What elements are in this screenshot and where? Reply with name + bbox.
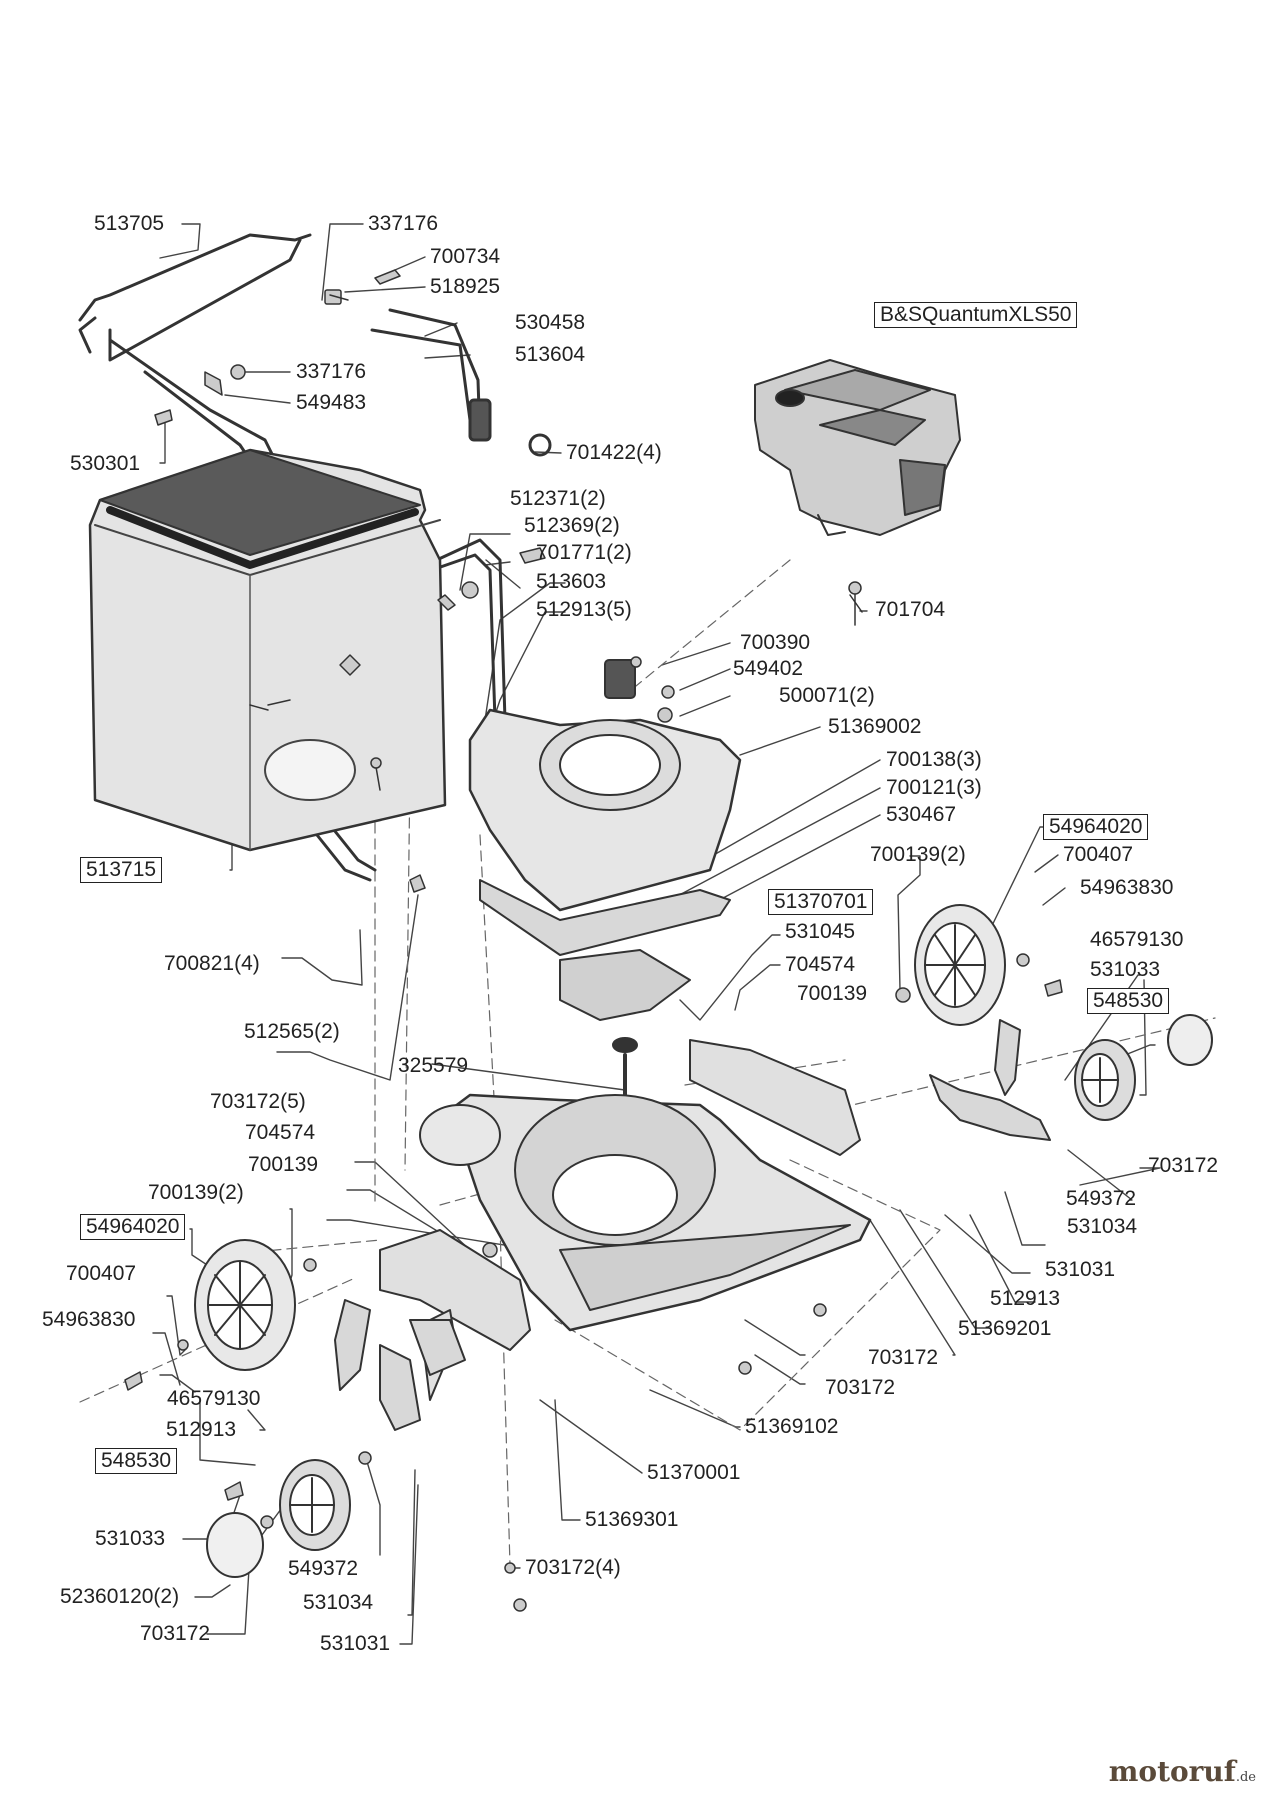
part-label: 530301 [70,452,141,475]
part-label: 531033 [1090,958,1161,981]
site-logo[interactable]: motoruf.de [1109,1755,1256,1788]
rear-wheel-right [914,904,1006,1026]
part-label: 54963830 [1080,876,1174,899]
part-label: 337176 [296,360,367,383]
part-label: 531045 [785,920,856,943]
part-label: 700734 [430,245,501,268]
part-label-boxed: 548530 [1087,988,1170,1014]
part-label: 700139(2) [870,843,966,866]
part-label: 700138(3) [886,748,982,771]
fasteners [124,269,1063,1612]
part-label: 512913 [990,1287,1061,1310]
engine-label-boxed: B&SQuantumXLS50 [874,302,1078,328]
leader-lines [152,223,1161,1645]
part-label: 700139(2) [148,1181,244,1204]
front-wheel-left [206,1459,351,1578]
part-label: 703172 [1148,1154,1219,1177]
impeller-bracket [559,949,691,1117]
part-label: 700821(4) [164,952,260,975]
part-label: 52360120(2) [60,1585,180,1608]
part-label: 513604 [515,343,586,366]
part-label: 549372 [288,1557,359,1580]
part-label: 512369(2) [524,514,620,537]
engine [754,359,961,536]
part-label: 531034 [303,1591,374,1614]
part-label: 51369002 [828,715,922,738]
part-label: 700121(3) [886,776,982,799]
part-label: 703172 [825,1376,896,1399]
part-label: 701422(4) [566,441,662,464]
logo-text: motoruf [1108,1755,1236,1788]
front-wheel-right [1074,1014,1213,1121]
part-label: 549402 [733,657,804,680]
part-label: 531033 [95,1527,166,1550]
part-label: 531031 [1045,1258,1116,1281]
part-label: 513603 [536,570,607,593]
part-label: 530467 [886,803,957,826]
part-label: 703172 [868,1346,939,1369]
part-label-boxed: 548530 [95,1448,178,1474]
part-label: 549483 [296,391,367,414]
part-label: 325579 [398,1054,469,1077]
part-label: 703172(4) [525,1556,621,1579]
part-label: 700139 [797,982,868,1005]
chassis-bottom [419,1093,872,1332]
part-label: 531031 [320,1632,391,1655]
part-label-boxed: 51370701 [768,889,874,915]
part-label-boxed: 513715 [80,857,163,883]
part-label: 54963830 [42,1308,136,1331]
logo-tld: .de [1235,1770,1256,1785]
part-label: 530458 [515,311,586,334]
part-label: 337176 [368,212,439,235]
part-label: 700407 [1063,843,1134,866]
height-adjusters [334,1019,1051,1431]
part-label: 531034 [1067,1215,1138,1238]
part-label-boxed: 54964020 [1043,814,1149,840]
part-label: 512913(5) [536,598,632,621]
part-label: 703172 [140,1622,211,1645]
part-label: 46579130 [1090,928,1184,951]
part-label: 51370001 [647,1461,741,1484]
part-label: 513705 [94,212,165,235]
part-label: 512913 [166,1418,237,1441]
part-label: 700407 [66,1262,137,1285]
part-label: 704574 [785,953,856,976]
part-label: 51369201 [958,1317,1052,1340]
part-label: 701704 [875,598,946,621]
part-label: 704574 [245,1121,316,1144]
part-label: 46579130 [167,1387,261,1410]
part-label: 518925 [430,275,501,298]
deck-cover [468,659,742,956]
part-label: 700139 [248,1153,319,1176]
part-label-boxed: 54964020 [80,1214,186,1240]
part-label: 701771(2) [536,541,632,564]
part-label: 500071(2) [779,684,875,707]
part-label: 51369301 [585,1508,679,1531]
part-label: 512565(2) [244,1020,340,1043]
part-label: 549372 [1066,1187,1137,1210]
part-label: 703172(5) [210,1090,306,1113]
part-label: 700390 [740,631,811,654]
rear-wheel-left [194,1239,296,1371]
part-label: 512371(2) [510,487,606,510]
part-label: 51369102 [745,1415,839,1438]
grass-bag [88,448,447,852]
